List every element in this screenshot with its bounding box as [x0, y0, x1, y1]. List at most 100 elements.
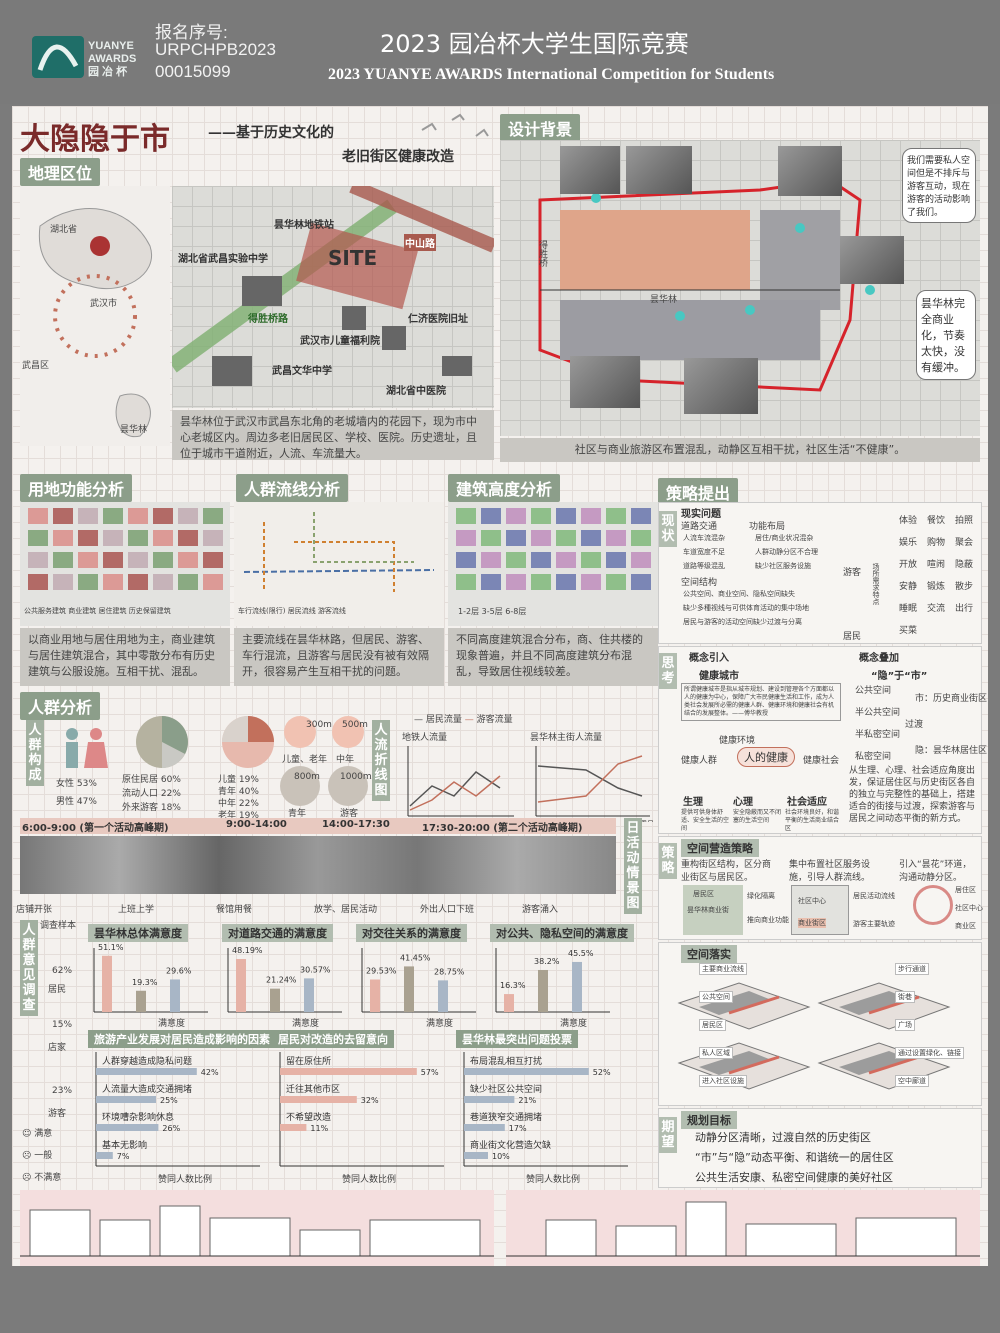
- height-block: [506, 552, 526, 568]
- background-caption: 社区与商业旅游区布置混乱，动静区互相干扰，社区生活“不健康”。: [500, 438, 980, 462]
- circle-500: [332, 716, 364, 748]
- impl-note: 进入社区设施: [699, 1075, 747, 1087]
- impl-note: 空中廊道: [895, 1075, 929, 1087]
- land-block: [28, 552, 48, 568]
- sat-bar: [170, 979, 180, 1012]
- semi-private: 半私密空间: [855, 730, 901, 740]
- height-block: [581, 574, 601, 590]
- land-legend: 公共服务建筑 商业建筑 居住建筑 历史保留建筑: [24, 607, 171, 615]
- legend-satisfied: ☺ 满意: [22, 1129, 53, 1139]
- label-desheng: 得胜桥: [537, 240, 547, 267]
- think-label: 思考: [659, 653, 677, 689]
- sample-tour-pct: 23%: [52, 1086, 73, 1096]
- label-road: 中山路: [404, 234, 436, 251]
- h-axis-label: 赞同人数比例: [342, 1175, 397, 1185]
- impl-title: 空间落实: [681, 945, 737, 963]
- label-province: 湖北省: [50, 225, 78, 235]
- label-metro: 昙华林地铁站: [274, 220, 334, 231]
- pie1-b: 流动人口 22%: [122, 789, 181, 799]
- land-block: [178, 530, 198, 546]
- sat-bar: [538, 969, 548, 1012]
- h-category-label: 不希望改造: [286, 1111, 331, 1123]
- height-block: [556, 574, 576, 590]
- expect-label: 期望: [659, 1117, 677, 1153]
- activity-tag: 娱乐: [899, 538, 918, 548]
- land-block: [203, 552, 223, 568]
- bg-photo-3: [778, 146, 842, 196]
- land-block: [128, 508, 148, 524]
- activity-tag: 安静: [899, 582, 918, 592]
- strategy-1: 重构街区结构，区分商业街区与居民区。: [681, 860, 772, 883]
- tactics-panel: 策略 空间营造策略 重构街区结构，区分商业街区与居民区。 集中布置社区服务设施，…: [658, 836, 983, 940]
- height-block: [606, 530, 626, 546]
- reg-label: 报名序号:: [155, 23, 228, 42]
- h-bar: [96, 1096, 156, 1103]
- sat-bar: [236, 958, 246, 1012]
- sat-axis-label: 满意度: [158, 1019, 186, 1029]
- sat-axis-label: 满意度: [426, 1019, 454, 1029]
- label-yin: 隐：昙华林居住区: [915, 746, 988, 756]
- h-value-label: 32%: [361, 1096, 379, 1105]
- axo-path: [728, 995, 780, 1015]
- label-tourist: 游客: [843, 568, 862, 578]
- legend-neutral: ☹ 一般: [22, 1151, 53, 1161]
- sat-value-label: 51.1%: [98, 943, 124, 952]
- plan-label-center: 社区中心: [955, 904, 983, 912]
- activity-tag: 隐蔽: [955, 560, 974, 570]
- type-social: 社会适应: [787, 797, 827, 808]
- chart2-tick: 周日: [640, 820, 654, 822]
- sat-chart-title: 对公共、隐私空间的满意度: [490, 924, 634, 942]
- activity-tag: 拍照: [955, 516, 974, 526]
- height-block: [456, 552, 476, 568]
- height-block: [606, 574, 626, 590]
- healthy-text: 所谓健康城市是指从城市规划、建设到管理各个方面都以人的健康为中心，保障广大市民健…: [681, 683, 841, 721]
- bg-photo-2: [626, 146, 692, 194]
- activity-tag: 买菜: [899, 626, 918, 636]
- type-psych-text: 安全隐蔽而又不闭塞的生活空间: [733, 809, 782, 824]
- flow-caption: 主要流线在昙华林路，但居民、游客、车行混流，且游客与居民没有被有效隔开，很容易产…: [234, 628, 444, 686]
- height-block: [556, 530, 576, 546]
- impl-note: 街巷: [895, 991, 915, 1003]
- think-panel: 思考 概念引入 概念叠加 健康城市 “隐”于“市” 所谓健康城市是指从城市规划、…: [658, 646, 987, 834]
- goals-title: 规划目标: [681, 1111, 737, 1129]
- plan-label-res-flow: 居民活动流线: [853, 892, 895, 900]
- height-block: [456, 574, 476, 590]
- land-block: [103, 530, 123, 546]
- issue-1: 人流车流混杂: [683, 534, 725, 542]
- h-category-label: 迁往其他市区: [286, 1083, 340, 1095]
- plan-diagram-1: 居民区昙华林商业街: [683, 885, 743, 935]
- landuse-caption: 以商业用地与居住用地为主，商业建筑与居住建筑混合，其中零散分布有历史建筑与公服设…: [20, 628, 230, 686]
- sat-chart-title: 对道路交通的满意度: [222, 924, 333, 942]
- chart1-title: 地铁人流量: [402, 733, 448, 743]
- h-axis-label: 赞同人数比例: [526, 1175, 581, 1185]
- flower-ring: [913, 885, 953, 925]
- circle-label-3: 青年: [288, 809, 307, 819]
- health-society: 健康社会: [803, 756, 840, 766]
- tag-landuse: 用地功能分析: [20, 474, 133, 502]
- axo-path: [868, 1055, 920, 1075]
- label-hospital-old: 仁济医院旧址: [408, 314, 468, 325]
- sat-chart-title: 昙华林总体满意度: [88, 924, 188, 942]
- label-district: 武昌区: [22, 361, 50, 371]
- bg-photo-6: [684, 358, 758, 414]
- poster-board: 大隐隐于市 ——基于历史文化的 老旧街区健康改造 地理区位 湖北省 武汉市 武昌…: [12, 106, 988, 1266]
- goal-2: “市”与“隐”动态平衡、和谐统一的居住区: [695, 1151, 894, 1164]
- col-traffic: 道路交通: [681, 522, 718, 532]
- land-block: [153, 530, 173, 546]
- tag-location: 地理区位: [20, 158, 101, 186]
- sat-value-label: 38.2%: [534, 957, 560, 966]
- impl-note: 步行通道: [895, 963, 929, 975]
- activity-tag: 锻炼: [927, 582, 946, 592]
- sat-chart-title: 对交往关系的满意度: [356, 924, 467, 942]
- land-block: [153, 508, 173, 524]
- land-block: [53, 574, 73, 590]
- height-block: [506, 530, 526, 546]
- time-3: 14:00-17:30: [322, 819, 390, 830]
- circle-label-1: 儿童、老年: [282, 755, 328, 765]
- sat-value-label: 16.3%: [500, 981, 526, 990]
- plan-label-push: 推向商业功能: [747, 916, 789, 924]
- activity-tag: 交流: [927, 604, 946, 614]
- height-block: [631, 530, 651, 546]
- h-category-label: 环境嘈杂影响休息: [102, 1111, 174, 1123]
